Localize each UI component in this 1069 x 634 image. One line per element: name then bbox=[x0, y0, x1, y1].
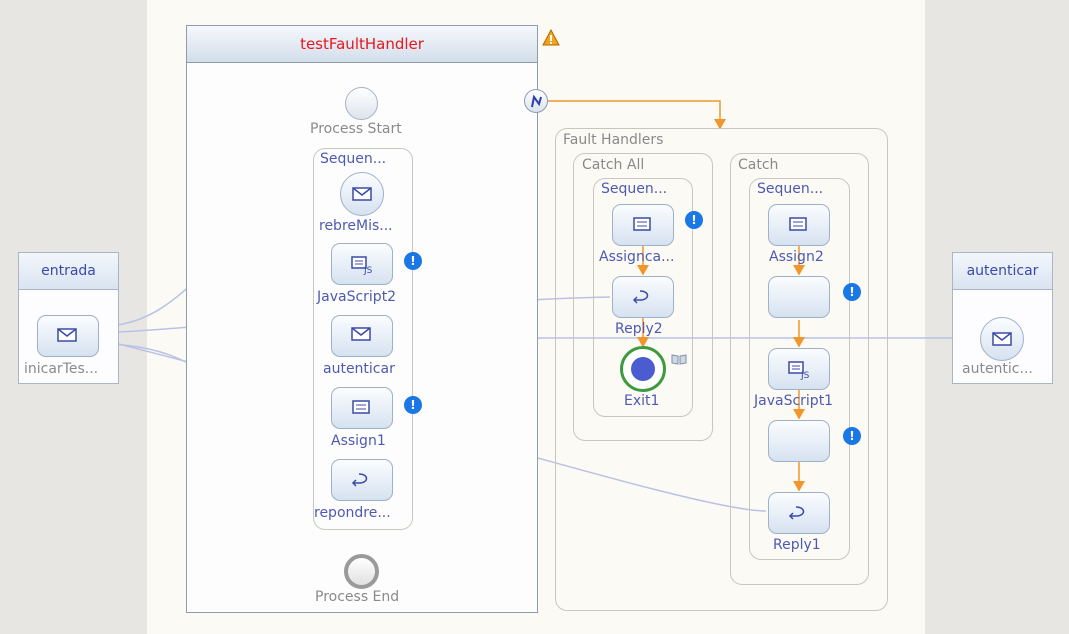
receive-node-label: rebreMis... bbox=[319, 218, 393, 234]
info-badge-icon[interactable]: ! bbox=[404, 396, 422, 414]
empty-activity-2-node[interactable] bbox=[768, 420, 830, 462]
main-sequence-label: Sequen... bbox=[320, 151, 387, 167]
assign1-node[interactable] bbox=[331, 387, 393, 429]
assign1-label: Assign1 bbox=[331, 433, 386, 449]
receive-envelope-icon bbox=[352, 187, 372, 201]
javascript2-label: JavaScript2 bbox=[317, 289, 397, 305]
invoke-autenticar-label: autenticar bbox=[323, 361, 395, 377]
process-end-node[interactable] bbox=[344, 554, 379, 589]
reply-icon bbox=[351, 473, 368, 487]
documentation-book-icon[interactable] bbox=[671, 353, 687, 365]
svg-text:JS: JS bbox=[363, 266, 373, 275]
reply1-label: Reply1 bbox=[773, 537, 821, 553]
catch-all-label: Catch All bbox=[582, 157, 645, 173]
info-badge-icon[interactable]: ! bbox=[404, 252, 422, 270]
info-badge-icon[interactable]: ! bbox=[843, 283, 861, 301]
assign-icon bbox=[633, 217, 651, 231]
exit1-label: Exit1 bbox=[624, 393, 660, 409]
fault-handler-toggle[interactable] bbox=[524, 89, 548, 113]
assignca-label: Assignca... bbox=[599, 249, 675, 265]
fault-handlers-container[interactable] bbox=[555, 128, 888, 611]
javascript2-node[interactable]: JS bbox=[331, 243, 393, 285]
catch-label: Catch bbox=[738, 157, 779, 173]
catch-all-container[interactable] bbox=[573, 153, 713, 441]
invoke-envelope-icon bbox=[351, 327, 371, 341]
assign2-node[interactable] bbox=[768, 204, 830, 246]
javascript1-label: JavaScript1 bbox=[754, 393, 834, 409]
main-sequence-container[interactable] bbox=[313, 148, 413, 530]
assignca-node[interactable] bbox=[612, 204, 674, 246]
reply2-label: Reply2 bbox=[615, 321, 663, 337]
receive-node[interactable] bbox=[340, 172, 384, 216]
partner-autenticar-label: autentic... bbox=[962, 361, 1033, 377]
warning-icon[interactable] bbox=[542, 29, 560, 46]
info-badge-icon[interactable]: ! bbox=[685, 211, 703, 229]
partner-autenticar-title: autenticar bbox=[953, 253, 1052, 290]
partner-entrada[interactable]: entrada bbox=[18, 252, 119, 384]
empty-activity-1-node[interactable] bbox=[768, 276, 830, 318]
fault-handlers-label: Fault Handlers bbox=[563, 132, 664, 148]
javascript1-node[interactable]: JS bbox=[768, 348, 830, 390]
catch-all-sequence-container[interactable] bbox=[593, 178, 693, 417]
reply-icon bbox=[788, 506, 805, 520]
assign2-label: Assign2 bbox=[769, 249, 824, 265]
reply-repondre-label: repondre... bbox=[314, 505, 391, 521]
process-end-label: Process End bbox=[315, 589, 400, 605]
fault-lightning-icon bbox=[531, 95, 542, 108]
catch-sequence-label: Sequen... bbox=[757, 181, 824, 197]
partner-entrada-label: inicarTes... bbox=[24, 361, 99, 377]
process-start-node[interactable] bbox=[345, 87, 378, 120]
svg-text:JS: JS bbox=[800, 371, 810, 380]
partner-entrada-title: entrada bbox=[19, 253, 118, 290]
partner-entrada-port[interactable] bbox=[37, 315, 99, 357]
catch-all-sequence-label: Sequen... bbox=[601, 181, 668, 197]
process-title: testFaultHandler bbox=[187, 26, 537, 63]
catch-sequence-container[interactable] bbox=[749, 178, 850, 560]
assign-icon bbox=[789, 217, 807, 231]
invoke-autenticar-node[interactable] bbox=[331, 315, 393, 357]
javascript-icon: JS bbox=[788, 361, 810, 380]
assign-icon bbox=[352, 400, 370, 414]
catch-container[interactable] bbox=[730, 153, 869, 585]
reply2-node[interactable] bbox=[612, 276, 674, 318]
partner-autenticar-port[interactable] bbox=[980, 317, 1024, 361]
reply-repondre-node[interactable] bbox=[331, 459, 393, 501]
reply1-node[interactable] bbox=[768, 492, 830, 534]
javascript-icon: JS bbox=[351, 256, 373, 275]
exit-dot-icon bbox=[631, 357, 655, 381]
process-start-label: Process Start bbox=[310, 121, 402, 137]
exit1-node[interactable] bbox=[620, 346, 666, 392]
envelope-icon bbox=[992, 332, 1012, 346]
envelope-icon bbox=[57, 328, 77, 342]
info-badge-icon[interactable]: ! bbox=[843, 427, 861, 445]
reply-icon bbox=[632, 290, 649, 304]
